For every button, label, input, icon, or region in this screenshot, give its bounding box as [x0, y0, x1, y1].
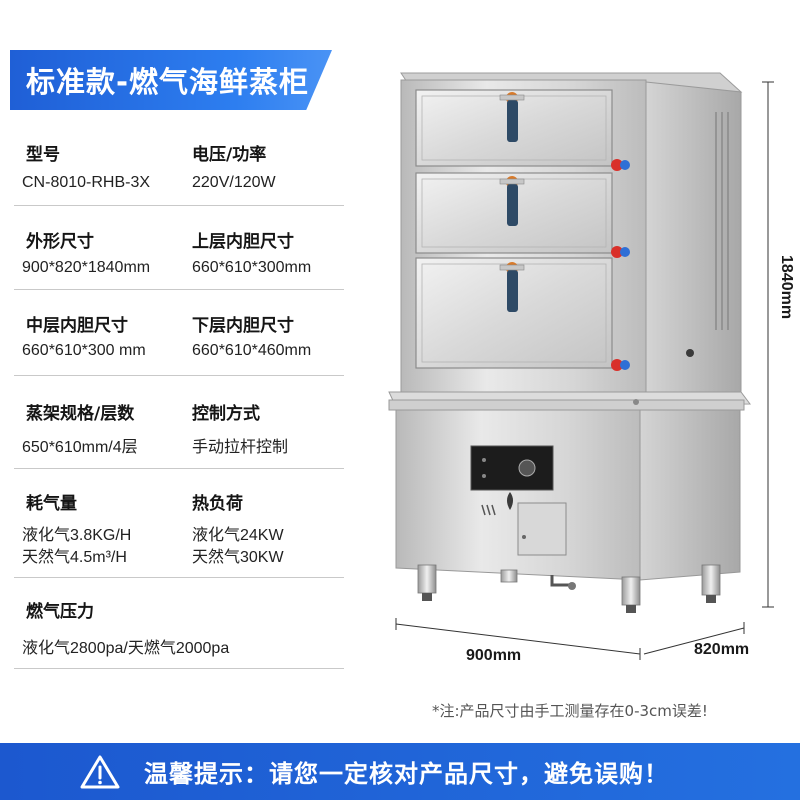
valve-icon [611, 246, 630, 258]
spec-value-upper-liner: 660*610*300mm [192, 259, 312, 276]
vent-slots [481, 504, 496, 516]
spec-label-model: 型号 [26, 145, 60, 165]
valve-icon [611, 159, 630, 171]
gas-inlet-icon [550, 575, 576, 590]
warning-triangle-icon [80, 755, 120, 788]
valve-icon [611, 359, 630, 371]
steamer-door-top [415, 89, 613, 167]
page-title: 标准款-燃气海鲜蒸柜 [10, 50, 332, 110]
control-panel [470, 445, 554, 491]
spec-value-control: 手动拉杆控制 [192, 439, 289, 456]
spec-value-gas-lpg: 液化气3.8KG/H [22, 527, 132, 544]
spec-label-lower-liner: 下层内胆尺寸 [192, 316, 294, 336]
height-dimension-label: 1840mm [778, 255, 795, 320]
cabinet-leg [701, 564, 721, 603]
side-vent [715, 112, 729, 330]
cabinet-leg [621, 576, 641, 613]
upper-cabinet [400, 72, 743, 396]
spec-divider [14, 468, 344, 469]
spec-value-heat-natural: 天然气30KW [192, 549, 284, 566]
spec-divider [14, 289, 344, 290]
footer-reminder-text: 温馨提示：请您一定核对产品尺寸，避免误购！ [144, 760, 669, 788]
base-cabinet [388, 391, 751, 613]
spec-label-upper-liner: 上层内胆尺寸 [192, 232, 294, 252]
spec-value-model: CN-8010-RHB-3X [22, 174, 151, 191]
flame-icon [507, 492, 513, 510]
spec-value-heat-lpg: 液化气24KW [192, 527, 284, 544]
spec-divider [14, 577, 344, 578]
steamer-door-middle [415, 172, 613, 254]
spec-label-power: 电压/功率 [192, 145, 267, 165]
cabinet-leg [500, 569, 518, 583]
depth-dimension-label: 820mm [694, 641, 750, 658]
footer-banner: 温馨提示：请您一定核对产品尺寸，避免误购！ [0, 743, 800, 800]
spec-label-rack: 蒸架规格/层数 [26, 404, 135, 424]
spec-value-gas-natural: 天然气4.5m³/H [22, 549, 127, 566]
door-handle-icon [499, 176, 525, 226]
dimension-lines [395, 81, 774, 660]
spec-divider [14, 668, 344, 669]
spec-divider [14, 375, 344, 376]
spec-label-middle-liner: 中层内胆尺寸 [26, 316, 128, 336]
spec-divider [14, 205, 344, 206]
spec-label-control: 控制方式 [192, 404, 260, 424]
spec-value-gas-pressure: 液化气2800pa/天燃气2000pa [22, 640, 230, 657]
spec-value-power: 220V/120W [192, 174, 276, 191]
spec-label-gas-consumption: 耗气量 [26, 494, 77, 514]
spec-value-middle-liner: 660*610*300 mm [22, 342, 146, 359]
measurement-note: *注:产品尺寸由手工测量存在0-3cm误差! [432, 702, 708, 720]
spec-value-lower-liner: 660*610*460mm [192, 342, 312, 359]
spec-label-heat-load: 热负荷 [192, 494, 243, 514]
cabinet-leg [417, 564, 437, 601]
spec-value-rack: 650*610mm/4层 [22, 439, 138, 456]
spec-label-outer-size: 外形尺寸 [26, 232, 94, 252]
door-handle-icon [499, 92, 525, 142]
door-handle-icon [499, 262, 525, 312]
steamer-door-bottom [415, 257, 613, 369]
spec-label-gas-pressure: 燃气压力 [26, 602, 94, 622]
spec-value-outer-size: 900*820*1840mm [22, 259, 151, 276]
width-dimension-label: 900mm [466, 647, 522, 664]
